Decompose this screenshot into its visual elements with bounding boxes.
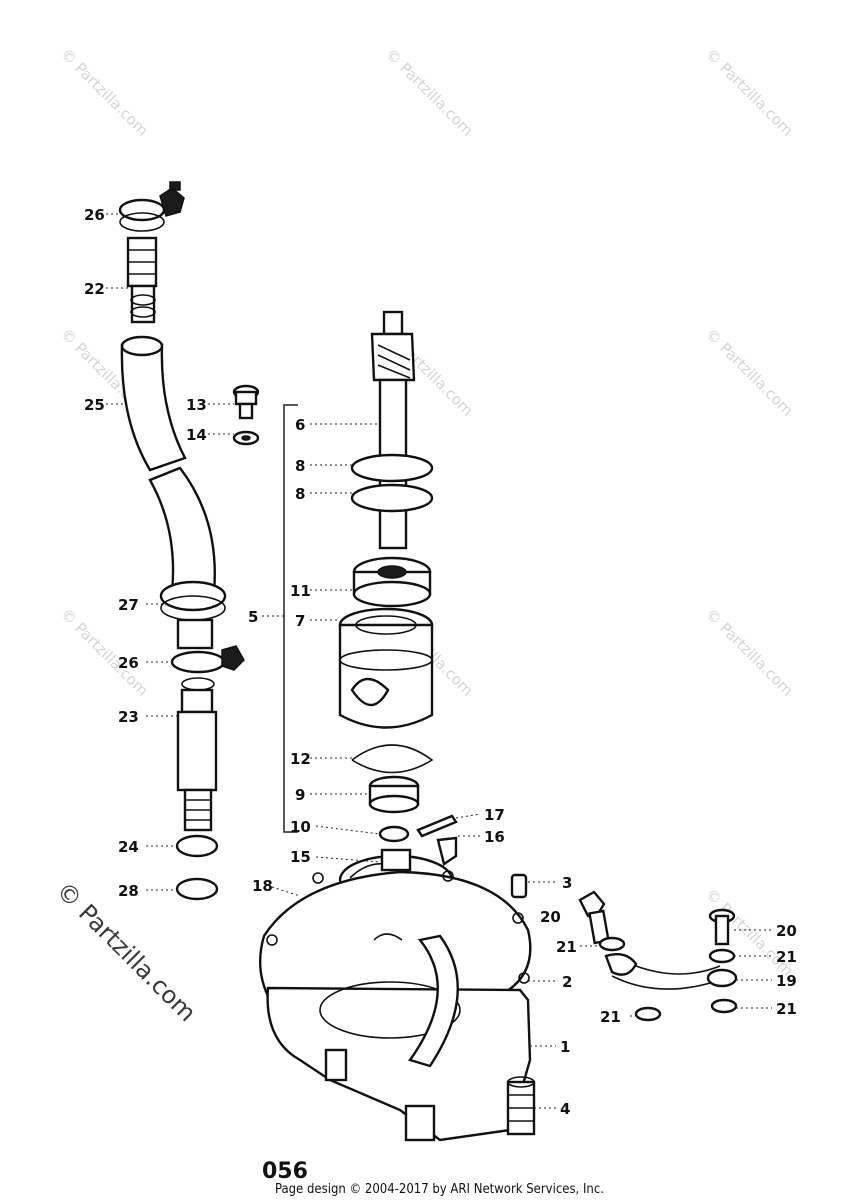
hose-clamp-lower [170, 650, 226, 674]
callout-5: 5 [248, 608, 258, 626]
callout-20: 20 [540, 908, 561, 926]
callout-8: 8 [295, 485, 305, 503]
callout-18: 18 [252, 877, 273, 895]
callout-21: 21 [776, 948, 797, 966]
callout-20: 20 [776, 922, 797, 940]
callout-1: 1 [560, 1038, 570, 1056]
callout-28: 28 [118, 882, 139, 900]
callout-16: 16 [484, 828, 505, 846]
callout-26: 26 [118, 654, 139, 672]
water-pipe [176, 710, 218, 792]
callout-4: 4 [560, 1100, 570, 1118]
callout-19: 19 [776, 972, 797, 990]
circlip [351, 744, 434, 774]
assembly-bracket [283, 404, 298, 833]
callout-9: 9 [295, 786, 305, 804]
banjo-fittings [578, 890, 738, 1022]
callout-10: 10 [290, 818, 311, 836]
callout-24: 24 [118, 838, 139, 856]
water-hose [120, 343, 187, 472]
pump-cover [266, 986, 532, 1142]
callout-11: 11 [290, 582, 311, 600]
callout-8: 8 [295, 457, 305, 475]
callout-labels: 26 22 25 13 14 6 8 8 5 11 7 12 9 10 15 2… [84, 206, 797, 1118]
callout-14: 14 [186, 426, 207, 444]
callout-13: 13 [186, 396, 207, 414]
o-ring [175, 877, 219, 901]
callout-7: 7 [295, 612, 305, 630]
callout-6: 6 [295, 416, 305, 434]
watermark: © Partzilla.com [702, 325, 797, 420]
callout-17: 17 [484, 806, 505, 824]
watermark: © Partzilla.com [702, 605, 797, 700]
drive-gear [370, 332, 416, 382]
callout-21: 21 [776, 1000, 797, 1018]
bolt-and-washer [232, 384, 260, 446]
callout-15: 15 [290, 848, 311, 866]
hose-clamp-top [118, 198, 166, 222]
hose-assembly [118, 181, 245, 901]
callout-2: 2 [562, 973, 572, 991]
callout-27: 27 [118, 596, 139, 614]
callout-21: 21 [556, 938, 577, 956]
watermark: © Partzilla.com [57, 45, 152, 140]
pump-shaft-assembly [338, 310, 458, 909]
leader-lines [106, 213, 772, 1109]
watermark: © Partzilla.com [382, 45, 477, 140]
callout-21: 21 [600, 1008, 621, 1026]
callout-22: 22 [84, 280, 105, 298]
callout-25: 25 [84, 396, 105, 414]
copyright-notice: Page design © 2004-2017 by ARI Network S… [275, 1182, 604, 1197]
callout-26: 26 [84, 206, 105, 224]
callout-3: 3 [562, 874, 572, 892]
page-number: 056 [262, 1159, 308, 1184]
o-ring [175, 834, 219, 858]
watermark: © Partzilla.com [702, 45, 797, 140]
pump-cover-assembly [259, 870, 536, 1142]
callout-23: 23 [118, 708, 139, 726]
callout-12: 12 [290, 750, 311, 768]
watermark: © Partzilla.com [57, 605, 152, 700]
